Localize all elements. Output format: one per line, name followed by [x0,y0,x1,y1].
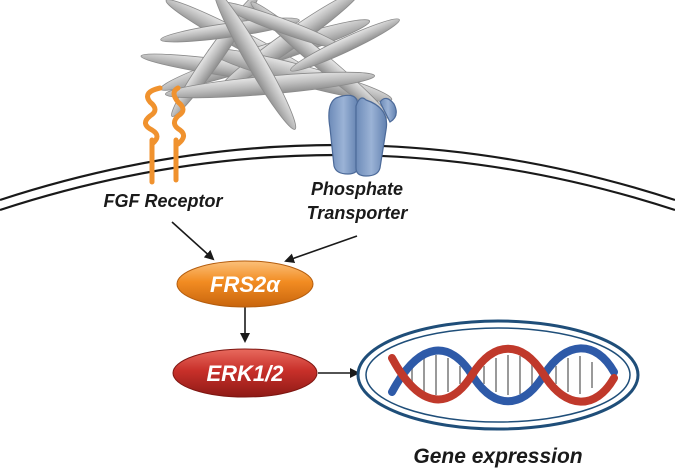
nucleus [356,319,640,431]
hydroxyapatite-crystals-icon [140,0,400,130]
fgf-receptor-icon [143,85,186,185]
gene-expression-label: Gene expression [413,445,582,468]
phosphate-transporter-icon [328,94,397,177]
arrow-receptor-to-frs2a [171,221,215,261]
arrow-transporter-to-frs2a [284,235,358,264]
erk12-label: ERK1/2 [206,361,284,386]
transporter-label-line2: Transporter [307,203,409,223]
frs2a-label: FRS2α [210,272,281,297]
dna-double-helix-icon [388,344,618,406]
erk12-node: ERK1/2 [172,348,318,398]
fgf-receptor-label: FGF Receptor [103,191,223,211]
frs2a-node: FRS2α [176,260,314,308]
pathway-arrows [171,221,360,378]
phosphate-label-line1: Phosphate [311,179,403,199]
